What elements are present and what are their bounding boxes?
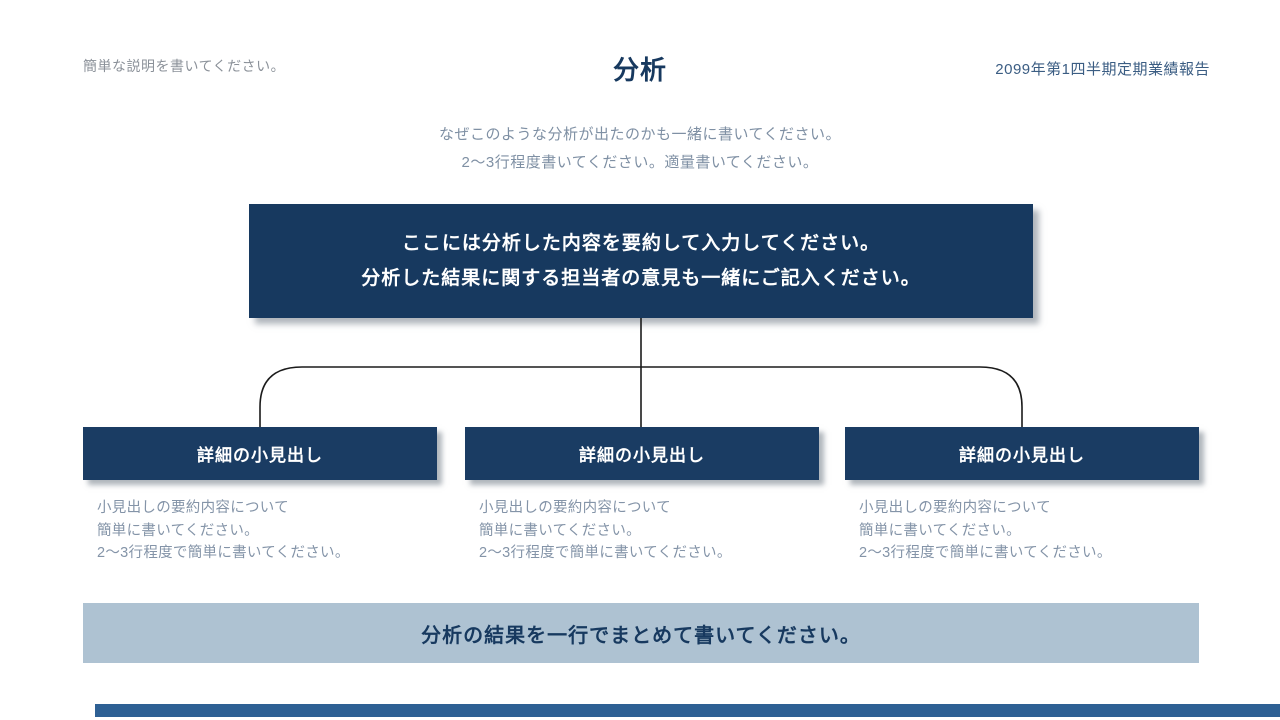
- page-title: 分析: [612, 55, 667, 85]
- conclusion-bar: 分析の結果を一行でまとめて書いてください。: [83, 603, 1199, 663]
- detail-description-3: 小見出しの要約内容について 簡単に書いてください。 2〜3行程度で簡単に書いてく…: [859, 497, 1199, 565]
- detail-3-line-2: 簡単に書いてください。: [859, 522, 1021, 539]
- detail-heading-1: 詳細の小見出し: [197, 446, 323, 465]
- detail-box-1: 詳細の小見出し: [83, 427, 437, 480]
- detail-description-1: 小見出しの要約内容について 簡単に書いてください。 2〜3行程度で簡単に書いてく…: [97, 497, 437, 565]
- detail-2-line-1: 小見出しの要約内容について: [479, 500, 671, 516]
- summary-line-1: ここには分析した内容を要約して入力してください。: [401, 233, 881, 254]
- detail-description-2: 小見出しの要約内容について 簡単に書いてください。 2〜3行程度で簡単に書いてく…: [479, 497, 819, 565]
- report-period-label: 2099年第1四半期定期業績報告: [995, 61, 1210, 78]
- analysis-summary-box: ここには分析した内容を要約して入力してください。 分析した結果に関する担当者の意…: [249, 204, 1033, 318]
- subtitle-line-1: なぜこのような分析が出たのかも一緒に書いてください。: [438, 126, 842, 143]
- detail-1-line-2: 簡単に書いてください。: [97, 522, 259, 539]
- detail-2-line-3: 2〜3行程度で簡単に書いてください。: [479, 545, 732, 561]
- summary-line-2: 分析した結果に関する担当者の意見も一緒にご記入ください。: [361, 268, 921, 289]
- detail-3-line-3: 2〜3行程度で簡単に書いてください。: [859, 545, 1112, 561]
- detail-1-line-3: 2〜3行程度で簡単に書いてください。: [97, 545, 350, 561]
- footer-accent-bar: [95, 704, 1280, 717]
- conclusion-text: 分析の結果を一行でまとめて書いてください。: [421, 624, 861, 647]
- detail-heading-2: 詳細の小見出し: [579, 446, 705, 465]
- top-left-note: 簡単な説明を書いてください。: [83, 58, 286, 74]
- detail-box-2: 詳細の小見出し: [465, 427, 819, 480]
- detail-3-line-1: 小見出しの要約内容について: [859, 500, 1051, 516]
- detail-box-3: 詳細の小見出し: [845, 427, 1199, 480]
- subtitle-line-2: 2〜3行程度書いてください。適量書いてください。: [461, 154, 819, 171]
- detail-2-line-2: 簡単に書いてください。: [479, 522, 641, 539]
- subtitle-text: なぜこのような分析が出たのかも一緒に書いてください。 2〜3行程度書いてください…: [0, 121, 1280, 177]
- detail-heading-3: 詳細の小見出し: [959, 446, 1085, 465]
- detail-1-line-1: 小見出しの要約内容について: [97, 500, 289, 516]
